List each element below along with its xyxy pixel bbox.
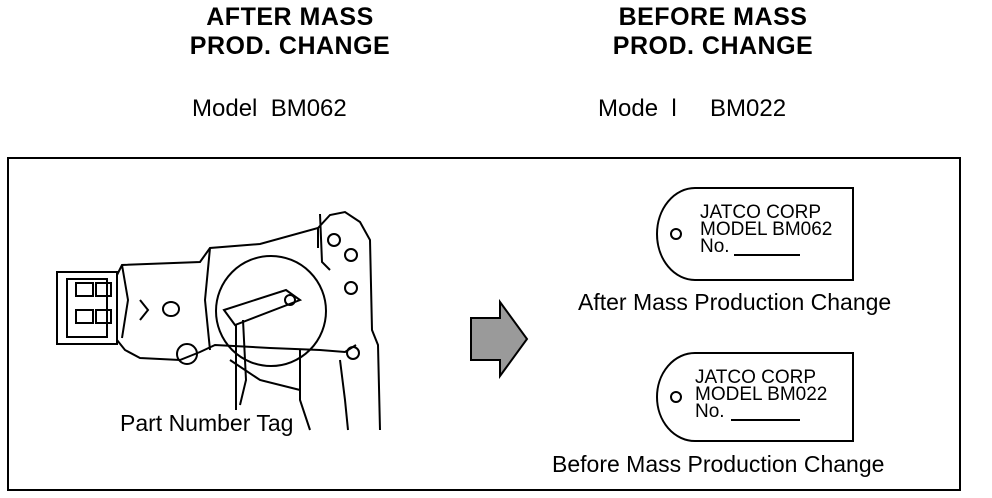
- tag-after-text: JATCO CORP MODEL BM062 No.: [700, 202, 833, 257]
- tag-location-circle: [215, 255, 327, 367]
- transmission-illustration: [56, 210, 381, 431]
- part-number-tag-label: Part Number Tag: [118, 410, 296, 437]
- before-heading-line2: PROD. CHANGE: [612, 32, 814, 60]
- tag-after-line1: JATCO CORP: [700, 202, 822, 223]
- tag-after: [656, 187, 854, 281]
- tag-before-line2: MODEL BM022: [695, 384, 828, 405]
- before-heading-line1: BEFORE MASS: [618, 3, 808, 31]
- tag-after-line2: MODEL BM062: [700, 219, 833, 240]
- before-change-heading: BEFORE MASS PROD. CHANGE: [543, 3, 883, 61]
- tag-before-line3: No.: [695, 401, 725, 422]
- output-flange: [56, 271, 118, 345]
- tag-before: [656, 352, 854, 442]
- tag-before-line1: JATCO CORP: [695, 367, 817, 388]
- right-arrow-icon: [470, 298, 529, 380]
- after-heading-line1: AFTER MASS: [206, 3, 374, 31]
- tag-bracket: [222, 288, 303, 327]
- before-tag-caption: Before Mass Production Change: [552, 451, 885, 477]
- after-tag-caption: After Mass Production Change: [578, 289, 892, 315]
- tags: [656, 187, 854, 442]
- tag-after-hole: [670, 228, 682, 240]
- after-change-heading: AFTER MASS PROD. CHANGE: [120, 3, 460, 61]
- before-model-label: Mode l BM022: [598, 95, 787, 122]
- after-heading-line2: PROD. CHANGE: [189, 32, 391, 60]
- tag-before-hole: [670, 391, 682, 403]
- tag-after-line3: No.: [700, 236, 730, 257]
- after-model-label: Model BM062: [192, 95, 347, 122]
- diagram-frame: [7, 157, 961, 491]
- tag-before-text: JATCO CORP MODEL BM022 No.: [695, 367, 828, 422]
